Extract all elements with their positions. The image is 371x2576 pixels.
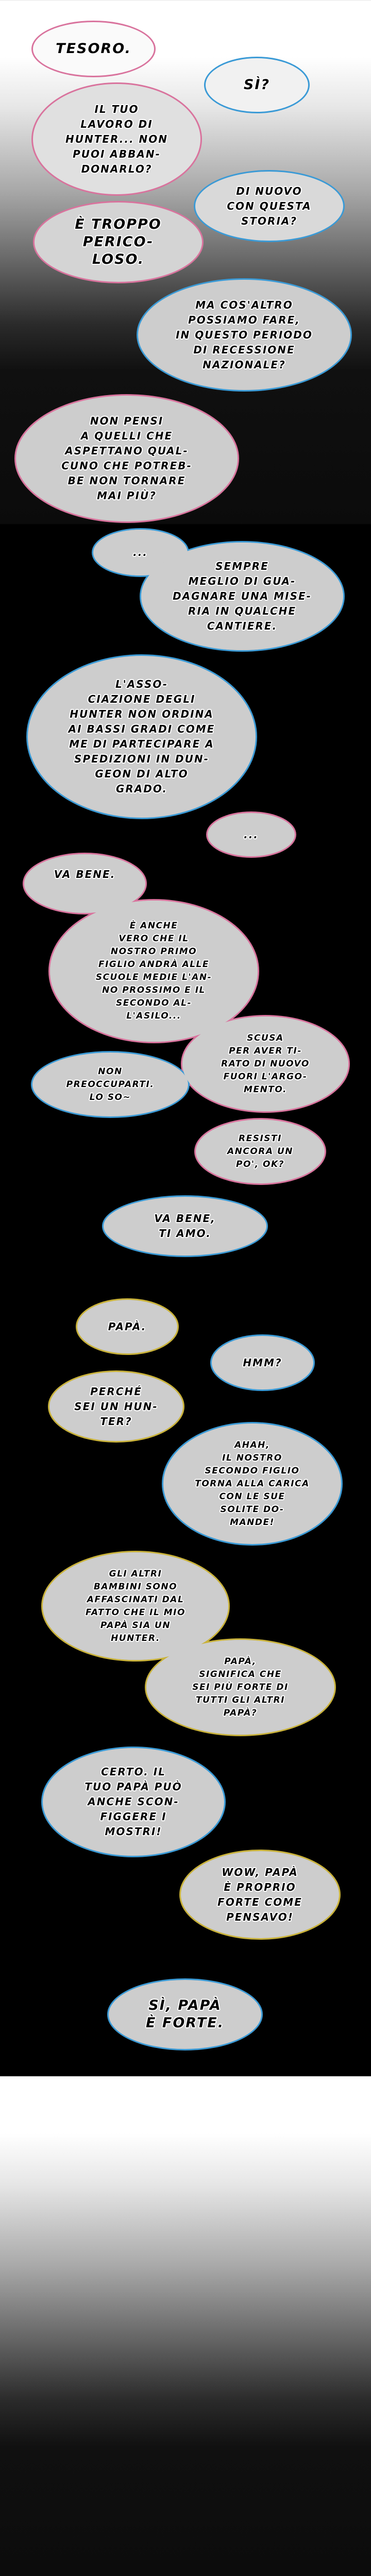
speech-bubble: SÌ? — [204, 57, 310, 113]
bubble-text: PERCHÉ SEI UN HUN- TER? — [74, 1385, 158, 1428]
speech-bubble: HMM? — [210, 1334, 315, 1391]
bubble-text: RESISTI ANCORA UN PO', OK? — [227, 1133, 293, 1170]
speech-bubble: WOW, PAPÀ È PROPRIO FORTE COME PENSAVO! — [179, 1850, 341, 1940]
speech-bubble: SEMPRE MEGLIO DI GUA- DAGNARE UNA MISE- … — [140, 541, 345, 652]
speech-bubble: IL TUO LAVORO DI HUNTER... NON PUOI ABBA… — [31, 82, 202, 196]
speech-bubble: MA COS'ALTRO POSSIAMO FARE, IN QUESTO PE… — [137, 278, 352, 392]
speech-bubble: GLI ALTRI BAMBINI SONO AFFASCINATI DAL F… — [41, 1551, 230, 1662]
bubble-text: NON PREOCCUPARTI. LO SO~ — [66, 1066, 155, 1103]
bubble-text: VA BENE, TI AMO. — [154, 1212, 216, 1240]
speech-bubble: PAPÀ, SIGNIFICA CHE SEI PIÙ FORTE DI TUT… — [145, 1638, 336, 1736]
speech-bubble: SÌ, PAPÀ È FORTE. — [107, 1978, 263, 2050]
speech-bubble: VA BENE. — [23, 853, 147, 914]
speech-bubble: RESISTI ANCORA UN PO', OK? — [194, 1118, 326, 1185]
speech-bubble: ... — [206, 811, 296, 858]
bubble-text: AHAH, IL NOSTRO SECONDO FIGLIO TORNA ALL… — [195, 1439, 310, 1528]
speech-bubble: SCUSA PER AVER TI- RATO DI NUOVO FUORI L… — [181, 1015, 350, 1113]
speech-bubble: CERTO. IL TUO PAPÀ PUÒ ANCHE SCON- FIGGE… — [41, 1747, 226, 1857]
speech-bubble: È TROPPO PERICO- LOSO. — [33, 201, 204, 283]
bubble-text: DI NUOVO CON QUESTA STORIA? — [227, 184, 312, 227]
bubble-text: MA COS'ALTRO POSSIAMO FARE, IN QUESTO PE… — [176, 298, 313, 371]
speech-bubble: NON PREOCCUPARTI. LO SO~ — [31, 1051, 190, 1118]
bubble-text: HMM? — [243, 1356, 282, 1369]
speech-bubble: PERCHÉ SEI UN HUN- TER? — [48, 1370, 184, 1443]
bubble-text: VA BENE. — [54, 868, 116, 880]
speech-bubble: VA BENE, TI AMO. — [102, 1195, 268, 1257]
speech-bubble: DI NUOVO CON QUESTA STORIA? — [194, 170, 345, 242]
bubble-text: NON PENSI A QUELLI CHE ASPETTANO QUAL- C… — [61, 415, 192, 502]
speech-bubble: AHAH, IL NOSTRO SECONDO FIGLIO TORNA ALL… — [162, 1422, 343, 1546]
bubble-text: È ANCHE VERO CHE IL NOSTRO PRIMO FIGLIO … — [95, 921, 212, 1021]
speech-bubble: L'ASSO- CIAZIONE DEGLI HUNTER NON ORDINA… — [26, 654, 257, 819]
bubble-text: È TROPPO PERICO- LOSO. — [75, 216, 162, 267]
bubble-text: L'ASSO- CIAZIONE DEGLI HUNTER NON ORDINA… — [68, 678, 215, 795]
bubble-text: SCUSA PER AVER TI- RATO DI NUOVO FUORI L… — [221, 1032, 310, 1095]
bubble-text: SEMPRE MEGLIO DI GUA- DAGNARE UNA MISE- … — [173, 560, 312, 632]
speech-bubble: È ANCHE VERO CHE IL NOSTRO PRIMO FIGLIO … — [48, 899, 259, 1043]
speech-bubble: NON PENSI A QUELLI CHE ASPETTANO QUAL- C… — [14, 394, 239, 523]
bubble-text: IL TUO LAVORO DI HUNTER... NON PUOI ABBA… — [65, 103, 168, 175]
bubble-text: SÌ, PAPÀ È FORTE. — [146, 1997, 224, 2031]
bubble-text: CERTO. IL TUO PAPÀ PUÒ ANCHE SCON- FIGGE… — [85, 1766, 182, 1838]
bubble-text: ... — [244, 828, 259, 841]
bubble-text: PAPÀ. — [108, 1320, 147, 1333]
bubble-text: PAPÀ, SIGNIFICA CHE SEI PIÙ FORTE DI TUT… — [192, 1656, 289, 1718]
speech-bubble: TESORO. — [31, 21, 156, 77]
bubble-text: ... — [133, 546, 148, 558]
speech-bubble: ... — [92, 528, 189, 577]
bubble-text: TESORO. — [56, 41, 131, 57]
speech-bubble: PAPÀ. — [76, 1298, 179, 1355]
bubble-text: GLI ALTRI BAMBINI SONO AFFASCINATI DAL F… — [86, 1568, 185, 1643]
bubble-text: WOW, PAPÀ È PROPRIO FORTE COME PENSAVO! — [217, 1866, 302, 1923]
bubble-text: SÌ? — [243, 77, 271, 93]
